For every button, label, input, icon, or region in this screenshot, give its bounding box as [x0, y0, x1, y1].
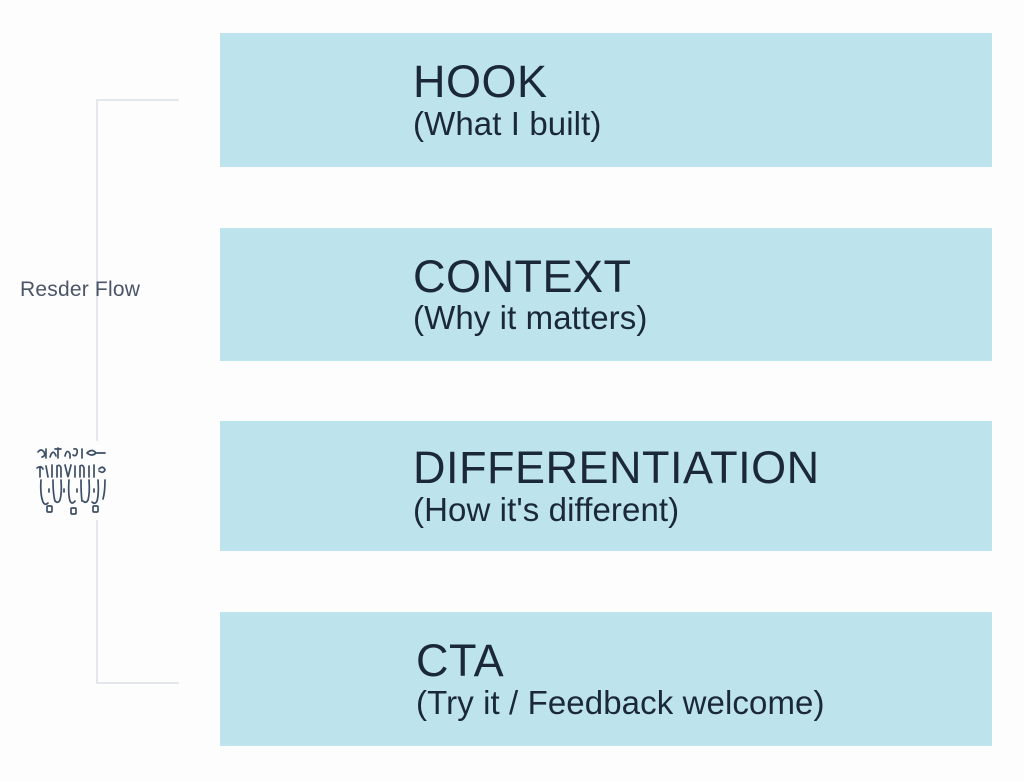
flow-step-banner-context[interactable]: CONTEXT (Why it matters) — [220, 228, 992, 361]
flow-bracket-bottom-arm — [96, 682, 179, 684]
flow-step-title: CONTEXT — [413, 250, 632, 302]
flow-step-text-block: DIFFERENTIATION (How it's different) — [413, 445, 820, 527]
flow-step-banner-cta[interactable]: CTA (Try it / Feedback welcome) — [220, 612, 992, 746]
flow-bracket-top-arm — [96, 99, 179, 101]
handwritten-scribble-sketch-icon — [33, 443, 117, 519]
flow-step-banner-differentiation[interactable]: DIFFERENTIATION (How it's different) — [220, 421, 992, 551]
flow-step-subtitle: (How it's different) — [413, 491, 680, 529]
flow-step-title: HOOK — [413, 56, 548, 108]
flow-bracket-vertical-upper — [96, 99, 98, 441]
flow-step-text-block: CONTEXT (Why it matters) — [413, 250, 648, 337]
flow-step-title: CTA — [416, 635, 505, 687]
flow-label: Resder Flow — [20, 278, 141, 301]
flow-step-text-block: CTA (Try it / Feedback welcome) — [416, 638, 825, 720]
flow-step-text-block: HOOK (What I built) — [413, 59, 601, 141]
flow-step-subtitle: (Why it matters) — [413, 299, 648, 337]
flow-step-title: DIFFERENTIATION — [413, 442, 820, 494]
flow-step-subtitle: (What I built) — [413, 105, 602, 143]
flow-step-banner-hook[interactable]: HOOK (What I built) — [220, 33, 992, 167]
flow-step-subtitle: (Try it / Feedback welcome) — [416, 684, 825, 722]
flow-bracket-vertical-lower — [96, 520, 98, 684]
